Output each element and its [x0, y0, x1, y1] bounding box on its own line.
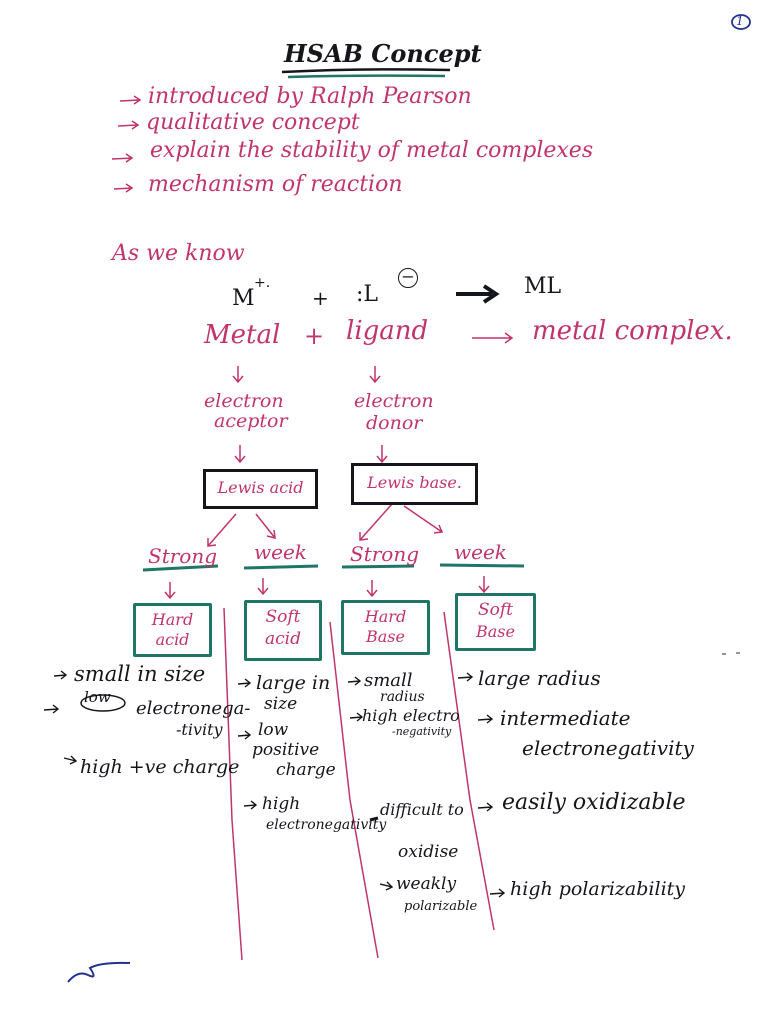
ha-point-2-b: -tivity: [176, 720, 223, 739]
sb-point-1: large radius: [478, 666, 601, 690]
strength-2: week: [254, 540, 307, 564]
soft-acid-line2: acid: [265, 629, 301, 649]
soft-acid-line1: Soft: [265, 607, 301, 627]
title-underline: [281, 68, 451, 74]
scribble: [80, 694, 126, 712]
branch-arrows: [207, 503, 444, 547]
ha-point-2-a: electronega-: [136, 698, 251, 719]
sa-point-2-b: positive: [252, 740, 320, 760]
hard-base-line2: Base: [366, 627, 405, 646]
hard-acid-line1: Hard: [151, 610, 194, 629]
intro-point-1: introduced by Ralph Pearson: [148, 84, 472, 109]
ha-point-2-low: low: [84, 688, 111, 706]
ha-point-3: high +ve charge: [80, 756, 240, 778]
lewis-base-label: Lewis base.: [367, 473, 462, 492]
sa-point-1-a: large in: [256, 672, 331, 694]
eq-ligand-charge: −: [398, 268, 418, 288]
lewis-acid-label: Lewis acid: [217, 478, 304, 497]
eq-metal-charge: +.: [254, 275, 271, 291]
word-metal-complex: metal complex.: [532, 316, 733, 346]
eq-product: ML: [524, 274, 562, 299]
eq-ligand: :L: [356, 282, 379, 307]
page-number-circle: [731, 14, 751, 30]
hb-point-3-b: oxidise: [398, 842, 459, 862]
sa-point-2-c: charge: [276, 760, 336, 780]
hard-acid-line2: acid: [155, 630, 190, 649]
strength-4: week: [454, 540, 507, 564]
intro-point-3: explain the stability of metal complexes: [150, 138, 594, 163]
strong-underline-2: [341, 564, 415, 569]
hard-acid-box: Hard acid: [133, 603, 212, 657]
strong-underline-1: [142, 564, 219, 572]
column-dividers: [223, 607, 495, 961]
donor-line-2: donor: [366, 412, 423, 434]
hard-base-line1: Hard: [364, 607, 407, 626]
category-arrows: [164, 576, 490, 600]
word-plus: +: [304, 322, 325, 350]
soft-acid-box: Soft acid: [244, 600, 322, 661]
donor-line-1: electron: [354, 390, 434, 412]
word-ligand: ligand: [346, 316, 429, 346]
eq-metal: M: [232, 286, 255, 311]
as-we-know: As we know: [112, 241, 245, 266]
sb-point-2-b: electronegativity: [522, 736, 694, 760]
eq-plus: +: [312, 286, 329, 310]
page-number: 1: [736, 14, 744, 28]
page-title: HSAB Concept: [284, 39, 482, 68]
hb-point-3-a: difficult to: [380, 800, 464, 819]
intro-point-4: mechanism of reaction: [148, 172, 403, 197]
sb-point-2-a: intermediate: [500, 706, 631, 730]
down-arrows: [232, 366, 388, 464]
strength-3: Strong: [350, 542, 420, 566]
hb-point-1-b: radius: [380, 689, 425, 705]
acceptor-line-1: electron: [204, 390, 284, 412]
complex-arrow: [472, 332, 514, 344]
strength-1: Strong: [148, 544, 218, 568]
sa-point-1-b: size: [264, 694, 298, 714]
hb-point-4-a: weakly: [396, 874, 457, 894]
hb-point-2-a: high electro: [362, 706, 460, 725]
acceptor-line-2: aceptor: [214, 410, 288, 432]
word-metal: Metal: [204, 320, 281, 350]
margin-marks: [722, 652, 740, 655]
soft-base-box: Soft Base: [455, 593, 536, 651]
week-underline-1: [243, 564, 319, 570]
column-bullets: [43, 670, 506, 898]
lewis-acid-box: Lewis acid: [203, 469, 318, 509]
reaction-arrowhead: [482, 284, 500, 304]
signature-mark: [67, 961, 131, 983]
hb-point-4-b: polarizable: [404, 899, 478, 914]
hb-arrow-tip: [369, 816, 379, 822]
intro-arrows: [111, 95, 142, 193]
lewis-base-box: Lewis base.: [351, 463, 478, 505]
sb-point-4: high polarizability: [510, 878, 686, 900]
sa-point-3-a: high: [262, 794, 301, 814]
title-underline-green: [287, 74, 446, 79]
ha-point-1: small in size: [74, 662, 206, 686]
intro-point-2: qualitative concept: [146, 110, 360, 135]
hb-point-1-a: small: [364, 670, 413, 691]
sa-point-3-b: electronegativity: [266, 817, 387, 833]
hb-point-2-b: -negativity: [392, 725, 452, 738]
week-underline-2: [439, 563, 525, 568]
soft-base-line1: Soft: [477, 600, 513, 620]
sa-point-2-a: low: [258, 720, 289, 740]
soft-base-line2: Base: [476, 622, 515, 641]
hard-base-box: Hard Base: [341, 600, 430, 655]
sb-point-3: easily oxidizable: [502, 790, 686, 815]
